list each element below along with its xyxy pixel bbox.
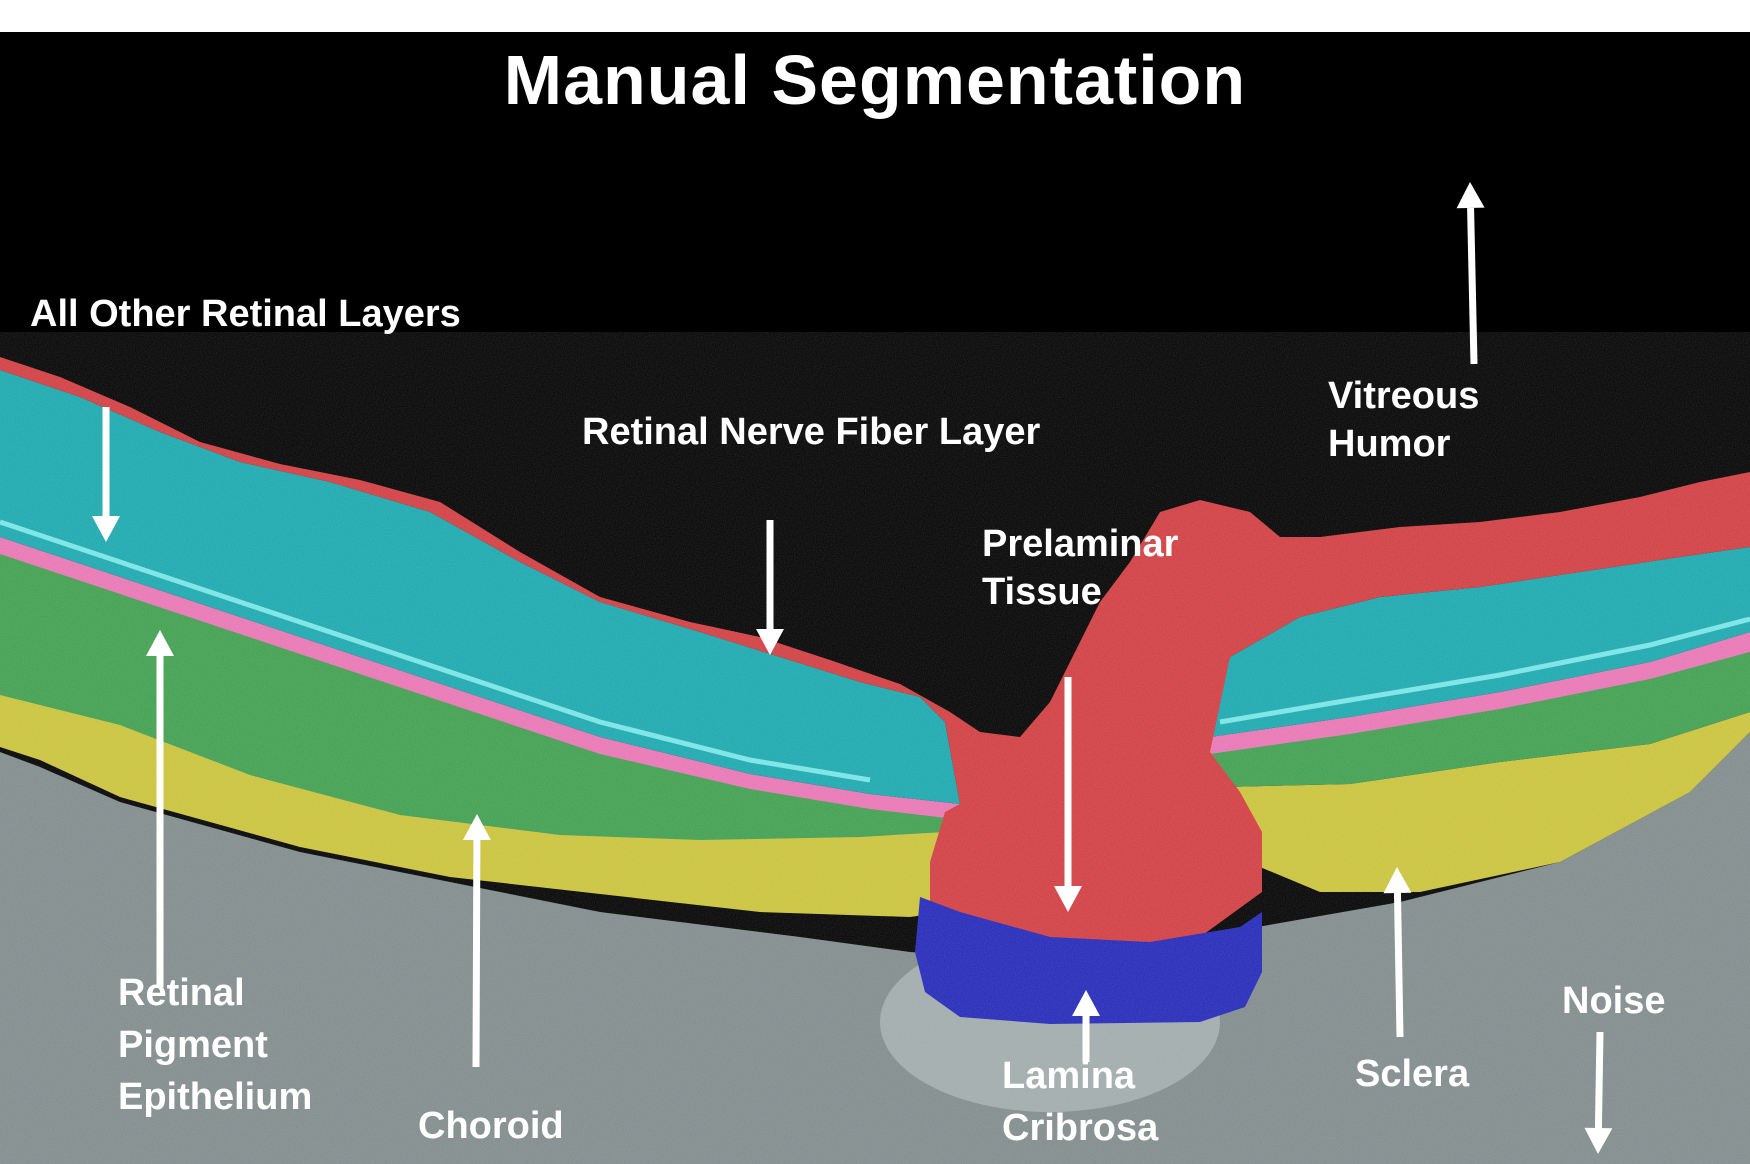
page-title: Manual Segmentation	[503, 41, 1247, 119]
label-prelaminar-line2: Tissue	[982, 571, 1102, 613]
label-prelaminar-line1: Prelaminar	[982, 523, 1179, 565]
label-rpe: Retinal Pigment Epithelium	[118, 967, 312, 1123]
oct-scan-image	[0, 182, 1750, 1164]
arrow-down-icon	[1584, 1031, 1613, 1154]
label-rpe-line3: Epithelium	[118, 1076, 313, 1118]
arrow-up-icon	[146, 630, 174, 987]
arrow-down-icon	[756, 520, 784, 655]
arrow-down-icon	[92, 407, 120, 542]
label-vitreous-line1: Vitreous	[1328, 375, 1480, 417]
arrow-up-icon	[462, 814, 491, 1068]
label-choroid: Choroid	[418, 1105, 564, 1147]
arrow-down-icon	[1054, 677, 1082, 912]
arrow-up-icon	[1072, 990, 1100, 1062]
label-noise: Noise	[1562, 980, 1666, 1022]
label-lamina-line2: Cribrosa	[1002, 1107, 1159, 1149]
arrow-up-icon	[1383, 867, 1412, 1038]
label-sclera: Sclera	[1355, 1053, 1470, 1095]
label-vitreous: Vitreous Humor	[1328, 372, 1479, 468]
label-rpe-line2: Pigment	[118, 1024, 268, 1066]
scan-grain	[0, 332, 1750, 1164]
segmentation-figure: Manual Segmentation All Other Retinal La…	[0, 32, 1750, 1164]
label-vitreous-line2: Humor	[1328, 423, 1451, 465]
label-prelaminar: Prelaminar Tissue	[982, 520, 1178, 616]
label-rpe-line1: Retinal	[118, 972, 245, 1014]
label-retinal-layers: All Other Retinal Layers	[30, 293, 461, 335]
label-lamina: Lamina Cribrosa	[1002, 1050, 1158, 1154]
label-lamina-line1: Lamina	[1002, 1055, 1136, 1097]
label-rnfl: Retinal Nerve Fiber Layer	[582, 411, 1041, 453]
arrow-up-icon	[1456, 182, 1485, 365]
